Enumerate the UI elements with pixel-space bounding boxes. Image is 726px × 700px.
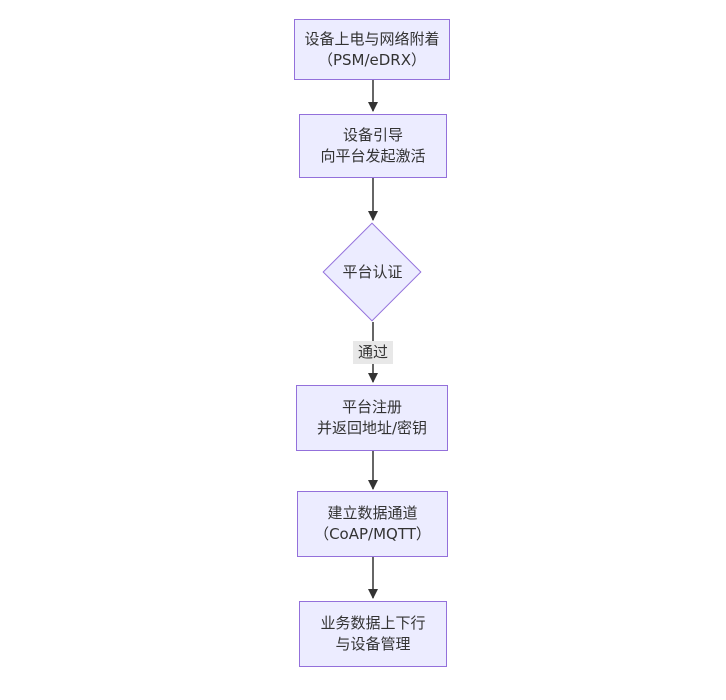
edge-label-pass: 通过 <box>352 341 394 364</box>
decision-platform-auth-label: 平台认证 <box>342 263 403 281</box>
node-power-attach-line2: （PSM/eDRX） <box>317 50 427 69</box>
node-platform-register-line1: 平台注册 <box>341 398 402 416</box>
node-bootstrap: 设备引导 向平台发起激活 <box>299 114 447 178</box>
node-bootstrap-line2: 向平台发起激活 <box>320 147 426 165</box>
node-bootstrap-line1: 设备引导 <box>342 126 403 144</box>
node-business-data-line1: 业务数据上下行 <box>320 614 426 632</box>
node-platform-register: 平台注册 并返回地址/密钥 <box>296 385 448 451</box>
node-business-data-line2: 与设备管理 <box>335 635 411 653</box>
node-data-channel-line2: （CoAP/MQTT） <box>314 525 431 543</box>
node-business-data: 业务数据上下行 与设备管理 <box>299 601 447 667</box>
node-data-channel-line1: 建立数据通道 <box>327 504 418 522</box>
node-power-attach: 设备上电与网络附着 （PSM/eDRX） <box>294 19 450 80</box>
node-power-attach-line1: 设备上电与网络附着 <box>304 29 440 48</box>
node-data-channel: 建立数据通道 （CoAP/MQTT） <box>297 491 448 557</box>
node-platform-register-line2: 并返回地址/密钥 <box>316 419 428 437</box>
